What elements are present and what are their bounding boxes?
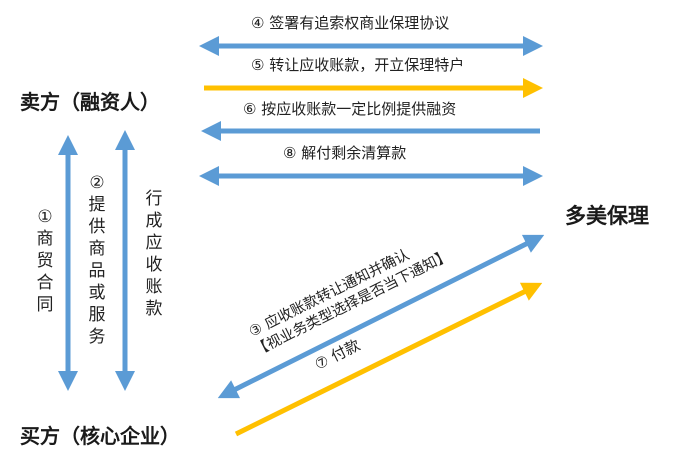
seller-label: 卖方（融资人） [20, 90, 160, 114]
label-step1-trade-contract: ①商贸合同 [36, 207, 54, 315]
label-step2-goods-services: ②提供商品或服务 [88, 173, 106, 347]
label-step7-group: ⑦ 付款 [312, 336, 363, 374]
label-form-receivable: 行成应收账款 [145, 189, 163, 319]
arrow-step3-bidirectional [217, 234, 545, 399]
arrow-step7-to-factor [234, 282, 543, 437]
label-step6: ⑥ 按应收账款一定比例提供融资 [243, 100, 456, 118]
label-step8: ⑧ 解付剩余清算款 [283, 144, 406, 162]
label-step7: ⑦ 付款 [312, 336, 363, 374]
label-step5: ⑤ 转让应收账款，开立保理特户 [251, 56, 464, 74]
buyer-label: 买方（核心企业） [20, 424, 180, 448]
factor-label: 多美保理 [565, 204, 649, 228]
label-step4: ④ 签署有追索权商业保理协议 [251, 14, 449, 32]
